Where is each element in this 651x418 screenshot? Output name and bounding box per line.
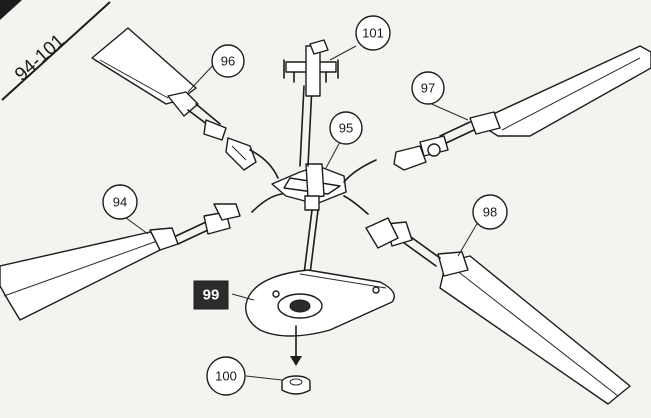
callout-96-label: 96 xyxy=(221,54,235,69)
callout-101: 101 xyxy=(355,15,391,51)
insert-arrow xyxy=(290,325,302,366)
callout-95-label: 95 xyxy=(339,121,353,136)
rotor-blade-96 xyxy=(91,27,257,171)
rotor-blade-97 xyxy=(393,45,651,171)
callout-98-label: 98 xyxy=(483,205,497,220)
callout-96: 96 xyxy=(211,44,245,78)
callout-99-label: 99 xyxy=(203,287,220,304)
callout-101-label: 101 xyxy=(362,26,384,41)
callout-99: 99 xyxy=(193,280,229,310)
callout-100: 100 xyxy=(206,356,246,396)
callout-98: 98 xyxy=(472,194,508,230)
callout-97: 97 xyxy=(411,71,445,105)
rotor-blade-98 xyxy=(365,217,631,405)
callout-100-label: 100 xyxy=(215,369,237,384)
callout-95: 95 xyxy=(329,111,363,145)
callout-94: 94 xyxy=(102,184,138,220)
part-100-bearing xyxy=(281,375,311,395)
part-99-base-plate xyxy=(245,269,395,337)
rotor-hub-95 xyxy=(249,149,377,215)
callout-97-label: 97 xyxy=(421,81,435,96)
part-101-linkage xyxy=(283,39,339,97)
callout-94-label: 94 xyxy=(113,195,127,210)
rotor-blade-94 xyxy=(0,203,241,321)
